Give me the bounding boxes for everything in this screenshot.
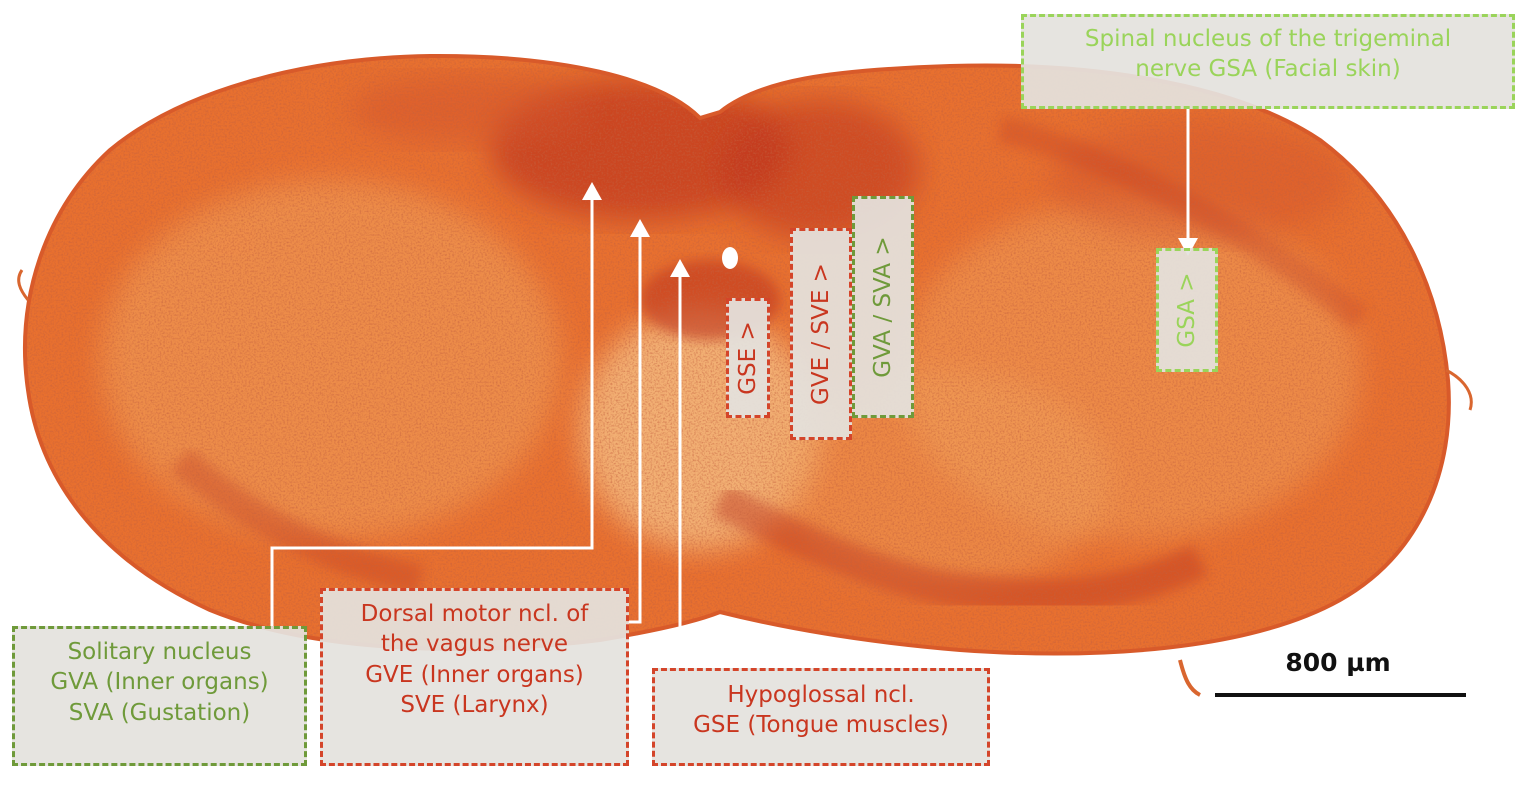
arrow-heads [582, 182, 1198, 277]
tag-gsa: GSA > [1156, 248, 1218, 372]
hypoglossal-line2: GSE (Tongue muscles) [693, 712, 949, 739]
dorsal-motor-arrow [628, 232, 642, 624]
solitary-line1: Solitary nucleus [67, 639, 252, 665]
trigeminal-line1: Spinal nucleus of the trigeminal [1084, 26, 1452, 52]
tag-gse: GSE > [726, 298, 770, 418]
solitary-line3: SVA (Gustation) [68, 699, 251, 726]
dorsal-motor-line3: GVE (Inner organs) [365, 661, 584, 688]
trigeminal-label: Spinal nucleus of the trigeminal nerve G… [1021, 14, 1515, 109]
pointer-arrows [270, 108, 1190, 668]
trigeminal-line2: nerve GSA (Facial skin) [1135, 56, 1401, 83]
dorsal-motor-line1: Dorsal motor ncl. of [360, 601, 589, 627]
dorsal-motor-line2: the vagus nerve [380, 631, 569, 658]
dorsal-motor-label: Dorsal motor ncl. of the vagus nerve GVE… [320, 588, 629, 766]
hypoglossal-line1: Hypoglossal ncl. [727, 682, 915, 708]
tag-gva-sva: GVA / SVA > [852, 196, 914, 418]
dorsal-motor-line4: SVE (Larynx) [400, 692, 549, 719]
solitary-label: Solitary nucleus GVA (Inner organs) SVA … [12, 626, 307, 766]
scale-bar-label: 800 µm [1285, 648, 1391, 677]
tag-gse-text: GSE > [734, 321, 761, 395]
central-canal [722, 247, 738, 269]
tag-gve-sve-text: GVE / SVE > [807, 263, 834, 405]
tag-gsa-text: GSA > [1173, 272, 1200, 348]
tag-gve-sve: GVE / SVE > [790, 228, 852, 440]
hypoglossal-label: Hypoglossal ncl. GSE (Tongue muscles) [652, 668, 990, 766]
tag-gva-sva-text: GVA / SVA > [869, 236, 896, 378]
solitary-line2: GVA (Inner organs) [50, 669, 269, 696]
solitary-arrow [270, 195, 594, 626]
